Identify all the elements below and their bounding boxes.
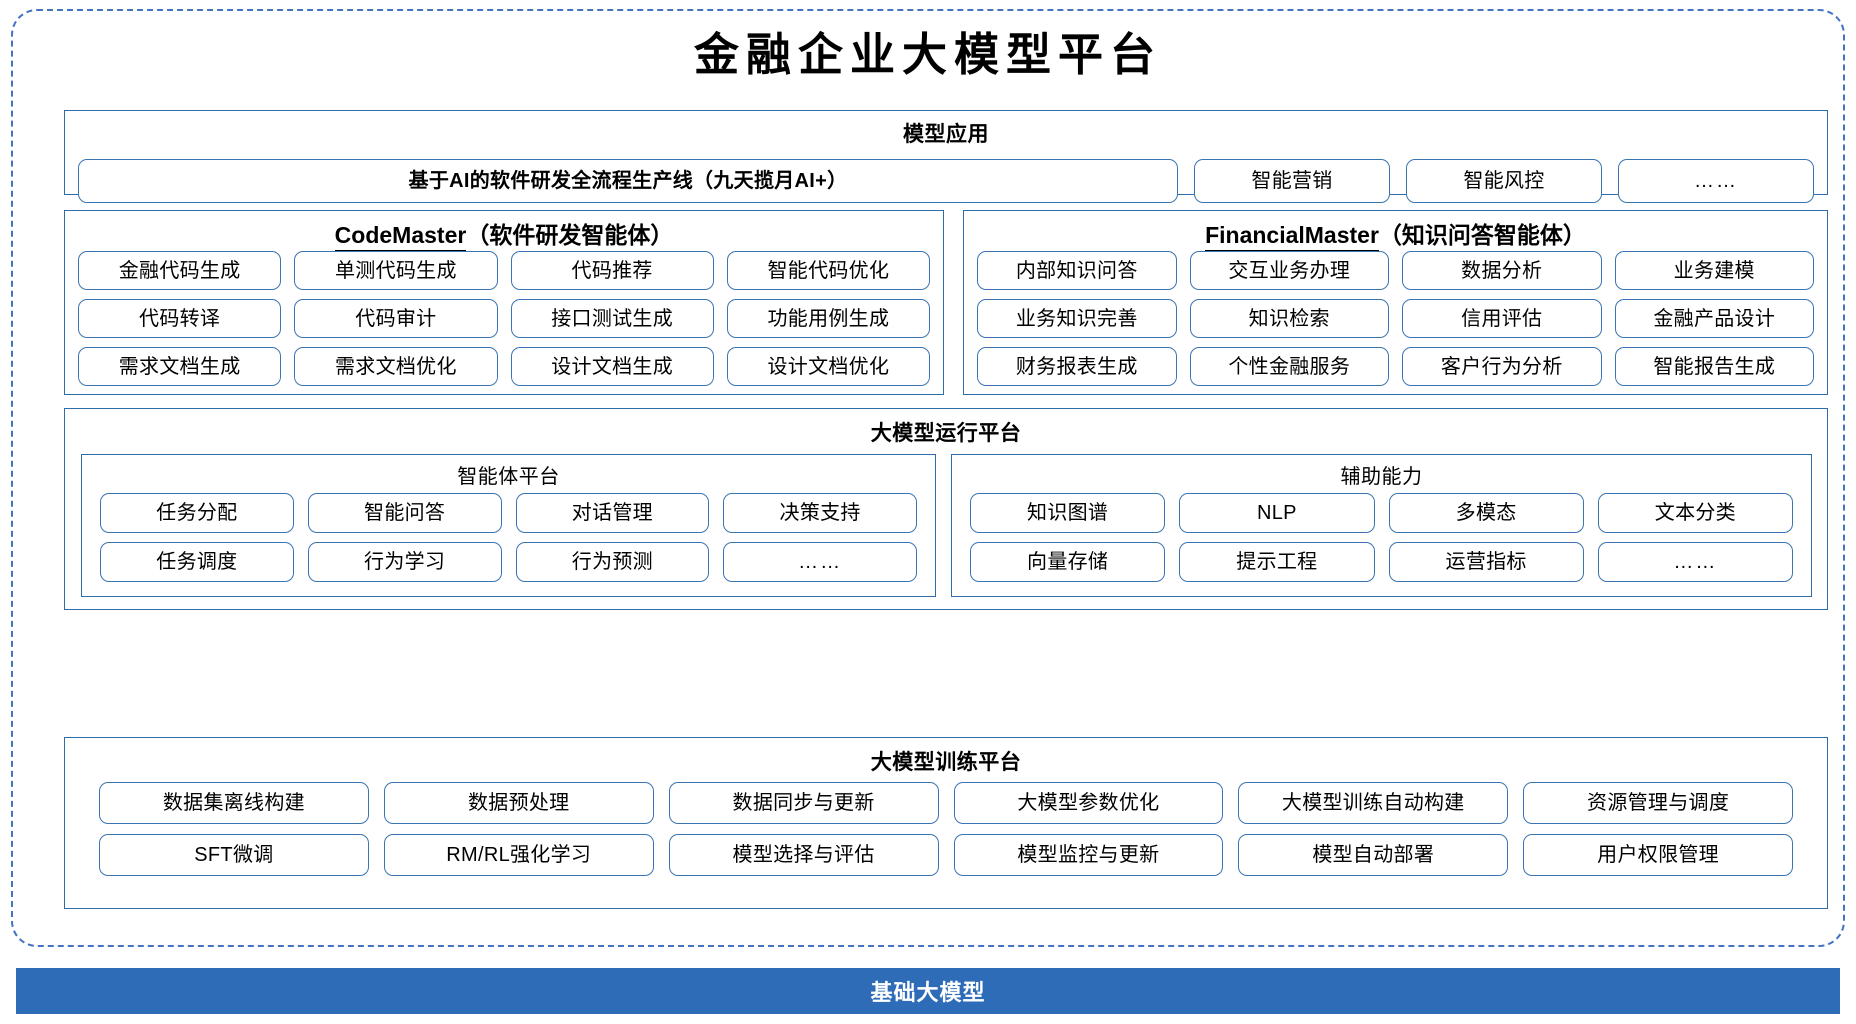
code-master-items: 金融代码生成 单测代码生成 代码推荐 智能代码优化 代码转译 代码审计 接口测试… [78, 251, 930, 386]
financial-master-panel: FinancialMaster（知识问答智能体） 内部知识问答 交互业务办理 数… [963, 210, 1828, 395]
auxiliary-capability-items: 知识图谱 NLP 多模态 文本分类 向量存储 提示工程 运营指标 …… [970, 493, 1793, 582]
app-item-ellipsis[interactable]: …… [1618, 159, 1814, 203]
train-item-3[interactable]: 大模型参数优化 [953, 782, 1224, 824]
fin-item-1[interactable]: 交互业务办理 [1189, 251, 1389, 290]
fin-item-7[interactable]: 金融产品设计 [1614, 299, 1814, 338]
agent-item-1[interactable]: 智能问答 [307, 493, 502, 533]
train-item-5[interactable]: 资源管理与调度 [1523, 782, 1793, 824]
code-item-8[interactable]: 需求文档生成 [78, 347, 282, 386]
code-master-title: CodeMaster（软件研发智能体） [65, 216, 943, 256]
model-application-title: 模型应用 [903, 123, 989, 146]
aux-item-2[interactable]: 多模态 [1388, 493, 1584, 533]
train-item-11[interactable]: 用户权限管理 [1523, 834, 1793, 876]
financial-master-name-cn: （知识问答智能体） [1378, 222, 1586, 248]
fin-item-11[interactable]: 智能报告生成 [1614, 347, 1814, 386]
train-item-7[interactable]: RM/RL强化学习 [383, 834, 654, 876]
fin-item-2[interactable]: 数据分析 [1402, 251, 1602, 290]
code-item-7[interactable]: 功能用例生成 [726, 299, 930, 338]
auxiliary-capability-subpanel: 辅助能力 知识图谱 NLP 多模态 文本分类 向量存储 提示工程 运营指标 …… [951, 454, 1812, 597]
agent-item-5[interactable]: 行为学习 [307, 542, 502, 582]
agent-item-ellipsis[interactable]: …… [723, 542, 917, 582]
fin-item-0[interactable]: 内部知识问答 [977, 251, 1177, 290]
app-item-smart-risk-control[interactable]: 智能风控 [1406, 159, 1602, 203]
financial-master-name-en: FinancialMaster [1205, 222, 1379, 256]
training-platform-items: 数据集离线构建 数据预处理 数据同步与更新 大模型参数优化 大模型训练自动构建 … [99, 782, 1793, 876]
code-item-4[interactable]: 代码转译 [78, 299, 282, 338]
aux-item-5[interactable]: 提示工程 [1179, 542, 1375, 582]
app-item-ai-pipeline[interactable]: 基于AI的软件研发全流程生产线（九天揽月AI+） [78, 159, 1178, 203]
aux-item-ellipsis[interactable]: …… [1597, 542, 1793, 582]
code-item-1[interactable]: 单测代码生成 [294, 251, 498, 290]
code-item-10[interactable]: 设计文档生成 [510, 347, 714, 386]
model-application-panel: 模型应用 基于AI的软件研发全流程生产线（九天揽月AI+） 智能营销 智能风控 … [64, 110, 1828, 203]
train-item-6[interactable]: SFT微调 [99, 834, 369, 876]
base-model-label: 基础大模型 [870, 980, 986, 1005]
agent-item-3[interactable]: 决策支持 [723, 493, 917, 533]
code-master-name-cn: （软件研发智能体） [466, 222, 674, 248]
fin-item-3[interactable]: 业务建模 [1614, 251, 1814, 290]
train-item-1[interactable]: 数据预处理 [383, 782, 654, 824]
fin-item-9[interactable]: 个性金融服务 [1189, 347, 1389, 386]
train-item-9[interactable]: 模型监控与更新 [953, 834, 1224, 876]
fin-item-10[interactable]: 客户行为分析 [1402, 347, 1602, 386]
code-master-panel: CodeMaster（软件研发智能体） 金融代码生成 单测代码生成 代码推荐 智… [64, 210, 944, 395]
train-item-4[interactable]: 大模型训练自动构建 [1238, 782, 1509, 824]
app-item-smart-marketing[interactable]: 智能营销 [1194, 159, 1390, 203]
aux-item-4[interactable]: 向量存储 [970, 542, 1166, 582]
fin-item-5[interactable]: 知识检索 [1189, 299, 1389, 338]
code-item-2[interactable]: 代码推荐 [510, 251, 714, 290]
agent-platform-subpanel: 智能体平台 任务分配 智能问答 对话管理 决策支持 任务调度 行为学习 行为预测… [81, 454, 936, 597]
training-platform-title: 大模型训练平台 [870, 751, 1022, 774]
agent-platform-items: 任务分配 智能问答 对话管理 决策支持 任务调度 行为学习 行为预测 …… [100, 493, 917, 582]
code-item-0[interactable]: 金融代码生成 [78, 251, 282, 290]
aux-item-1[interactable]: NLP [1179, 493, 1375, 533]
code-item-11[interactable]: 设计文档优化 [726, 347, 930, 386]
code-item-3[interactable]: 智能代码优化 [726, 251, 930, 290]
page-title: 金融企业大模型平台 [693, 30, 1162, 80]
financial-master-items: 内部知识问答 交互业务办理 数据分析 业务建模 业务知识完善 知识检索 信用评估… [977, 251, 1814, 386]
runtime-platform-title: 大模型运行平台 [870, 422, 1022, 445]
train-item-8[interactable]: 模型选择与评估 [668, 834, 939, 876]
auxiliary-capability-title: 辅助能力 [1340, 466, 1423, 488]
aux-item-0[interactable]: 知识图谱 [970, 493, 1166, 533]
agent-item-2[interactable]: 对话管理 [515, 493, 710, 533]
financial-master-title: FinancialMaster（知识问答智能体） [964, 216, 1827, 256]
model-application-items: 基于AI的软件研发全流程生产线（九天揽月AI+） 智能营销 智能风控 …… [78, 159, 1816, 203]
agent-item-6[interactable]: 行为预测 [515, 542, 710, 582]
train-item-10[interactable]: 模型自动部署 [1238, 834, 1509, 876]
agent-item-0[interactable]: 任务分配 [100, 493, 294, 533]
agent-item-4[interactable]: 任务调度 [100, 542, 294, 582]
fin-item-4[interactable]: 业务知识完善 [977, 299, 1177, 338]
code-item-9[interactable]: 需求文档优化 [294, 347, 498, 386]
runtime-platform-panel: 大模型运行平台 智能体平台 任务分配 智能问答 对话管理 决策支持 任务调度 行… [64, 408, 1828, 610]
aux-item-3[interactable]: 文本分类 [1597, 493, 1793, 533]
code-master-name-en: CodeMaster [334, 222, 467, 256]
aux-item-6[interactable]: 运营指标 [1388, 542, 1584, 582]
agent-platform-title: 智能体平台 [457, 466, 560, 488]
fin-item-8[interactable]: 财务报表生成 [977, 347, 1177, 386]
code-item-6[interactable]: 接口测试生成 [510, 299, 714, 338]
fin-item-6[interactable]: 信用评估 [1402, 299, 1602, 338]
training-platform-panel: 大模型训练平台 数据集离线构建 数据预处理 数据同步与更新 大模型参数优化 大模… [64, 737, 1828, 909]
base-model-bar: 基础大模型 [16, 968, 1840, 1014]
code-item-5[interactable]: 代码审计 [294, 299, 498, 338]
train-item-0[interactable]: 数据集离线构建 [99, 782, 369, 824]
train-item-2[interactable]: 数据同步与更新 [668, 782, 939, 824]
